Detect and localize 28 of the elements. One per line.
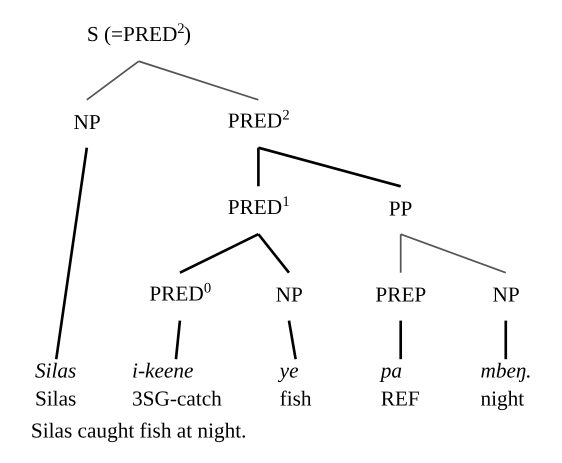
connector	[258, 146, 402, 188]
connector	[399, 320, 402, 360]
node-text: PRED$^{1}$	[228, 194, 290, 219]
node-text: PRED$^{0}$	[149, 280, 212, 306]
node-text: Silas Silas	[34, 358, 76, 410]
node-text: ye fish	[280, 358, 312, 410]
node-text: mbeŋ. night	[480, 358, 532, 410]
connector	[257, 233, 290, 274]
connector	[400, 233, 506, 274]
node-text: NP	[276, 282, 303, 307]
connector	[257, 148, 260, 186]
node-text: pa REF	[380, 358, 420, 410]
connector	[54, 148, 88, 360]
node-text: S (=PRED$^{2}$)	[86, 21, 192, 46]
node-text: i-keene 3SG-catch	[132, 358, 222, 410]
node-text: NP	[492, 282, 520, 307]
node-text: PRED$^{2}$	[228, 107, 290, 132]
connector	[400, 234, 402, 273]
connector	[86, 60, 140, 101]
node-text: NP	[74, 110, 101, 134]
connector	[504, 320, 508, 360]
connector	[288, 320, 297, 360]
connector	[174, 320, 182, 360]
connector	[179, 232, 259, 274]
node-text: PP	[388, 196, 412, 220]
node-text: PREP	[375, 282, 426, 307]
connector	[138, 60, 259, 101]
caption: Silas caught fish at night.	[30, 418, 246, 442]
